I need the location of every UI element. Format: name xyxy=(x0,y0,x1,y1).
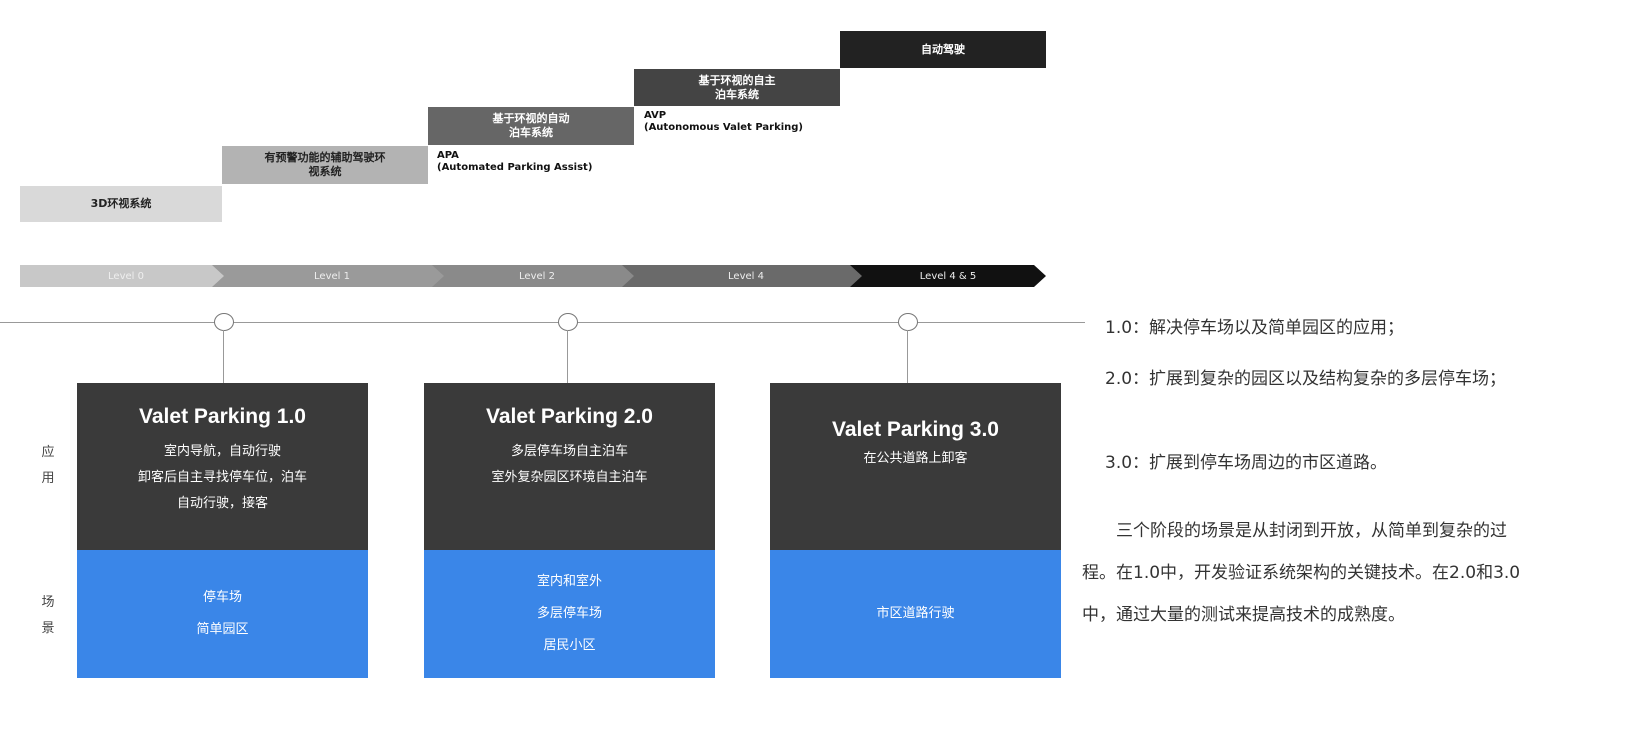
card-title: Valet Parking 1.0 xyxy=(139,405,306,428)
level-label: Level 0 xyxy=(108,270,144,282)
card-scene: 居民小区 xyxy=(543,638,596,653)
level-label: Level 2 xyxy=(519,270,555,282)
application-label: 应用 xyxy=(41,445,55,486)
level-label: Level 4 & 5 xyxy=(919,270,977,282)
card-app-line: 室外复杂园区环境自主泊车 xyxy=(491,470,648,485)
timeline-stem xyxy=(567,330,568,383)
card-scene: 简单园区 xyxy=(196,622,249,637)
card-app-line: 在公共道路上卸客 xyxy=(863,451,968,466)
apa-note: APA(Automated Parking Assist) xyxy=(437,150,592,174)
stair-step-5: 自动驾驶 xyxy=(840,31,1046,68)
stair-step-1: 3D环视系统 xyxy=(20,186,222,222)
stair-step-3: 基于环视的自动泊车系统 xyxy=(428,107,634,145)
valet-parking-card-1: Valet Parking 1.0 室内导航，自动行驶卸客后自主寻找停车位，泊车自… xyxy=(77,383,368,678)
timeline-line xyxy=(0,322,1085,323)
stair-label: 基于环视的自主泊车系统 xyxy=(698,73,776,101)
timeline-node xyxy=(214,313,234,331)
description-2: 2.0：扩展到复杂的园区以及结构复杂的多层停车场； xyxy=(1105,369,1507,389)
card-app-line: 卸客后自主寻找停车位，泊车 xyxy=(137,470,307,485)
summary-paragraph: 三个阶段的场景是从封闭到开放，从简单到复杂的过程。在1.0中，开发验证系统架构的… xyxy=(1082,521,1521,625)
avp-note: AVP(Autonomous Valet Parking) xyxy=(644,110,803,134)
card-scene: 停车场 xyxy=(202,590,242,605)
stair-step-2: 有预警功能的辅助驾驶环视系统 xyxy=(222,146,428,184)
stair-label: 有预警功能的辅助驾驶环视系统 xyxy=(264,151,386,178)
card-scene: 多层停车场 xyxy=(536,606,602,621)
timeline-node xyxy=(558,313,578,331)
card-app-line: 室内导航，自动行驶 xyxy=(163,444,281,459)
valet-parking-card-2: Valet Parking 2.0 多层停车场自主泊车室外复杂园区环境自主泊车 室… xyxy=(424,383,715,678)
timeline-node xyxy=(898,313,918,331)
timeline-stem xyxy=(223,330,224,383)
level-label: Level 4 xyxy=(728,270,764,282)
apa-label: APA xyxy=(437,150,459,161)
card-app-line: 自动行驶，接客 xyxy=(176,496,268,511)
level-segment: Level 1 xyxy=(212,265,452,287)
level-segment: Level 4 xyxy=(622,265,870,287)
level-segment: Level 4 & 5 xyxy=(850,265,1046,287)
description-3: 3.0：扩展到停车场周边的市区道路。 xyxy=(1105,453,1388,473)
card-title: Valet Parking 3.0 xyxy=(832,418,999,441)
timeline-stem xyxy=(907,330,908,383)
stair-label: 自动驾驶 xyxy=(921,42,965,56)
card-app-line: 多层停车场自主泊车 xyxy=(510,444,628,459)
card-scene: 室内和室外 xyxy=(536,574,602,589)
level-segment: Level 2 xyxy=(432,265,642,287)
stair-label: 3D环视系统 xyxy=(90,197,152,210)
card-scene: 市区道路行驶 xyxy=(876,606,955,621)
stair-label: 基于环视的自动泊车系统 xyxy=(492,112,570,139)
description-1: 1.0：解决停车场以及简单园区的应用； xyxy=(1105,318,1405,338)
valet-parking-card-3: Valet Parking 3.0 在公共道路上卸客 市区道路行驶 xyxy=(770,383,1061,678)
avp-full-label: (Autonomous Valet Parking) xyxy=(644,122,803,133)
stair-step-4: 基于环视的自主泊车系统 xyxy=(634,69,840,106)
level-label: Level 1 xyxy=(314,270,350,282)
scenario-label: 场景 xyxy=(41,595,55,636)
avp-label: AVP xyxy=(644,110,667,121)
level-segment: Level 0 xyxy=(20,265,232,287)
apa-full-label: (Automated Parking Assist) xyxy=(437,162,593,173)
card-title: Valet Parking 2.0 xyxy=(486,405,653,428)
